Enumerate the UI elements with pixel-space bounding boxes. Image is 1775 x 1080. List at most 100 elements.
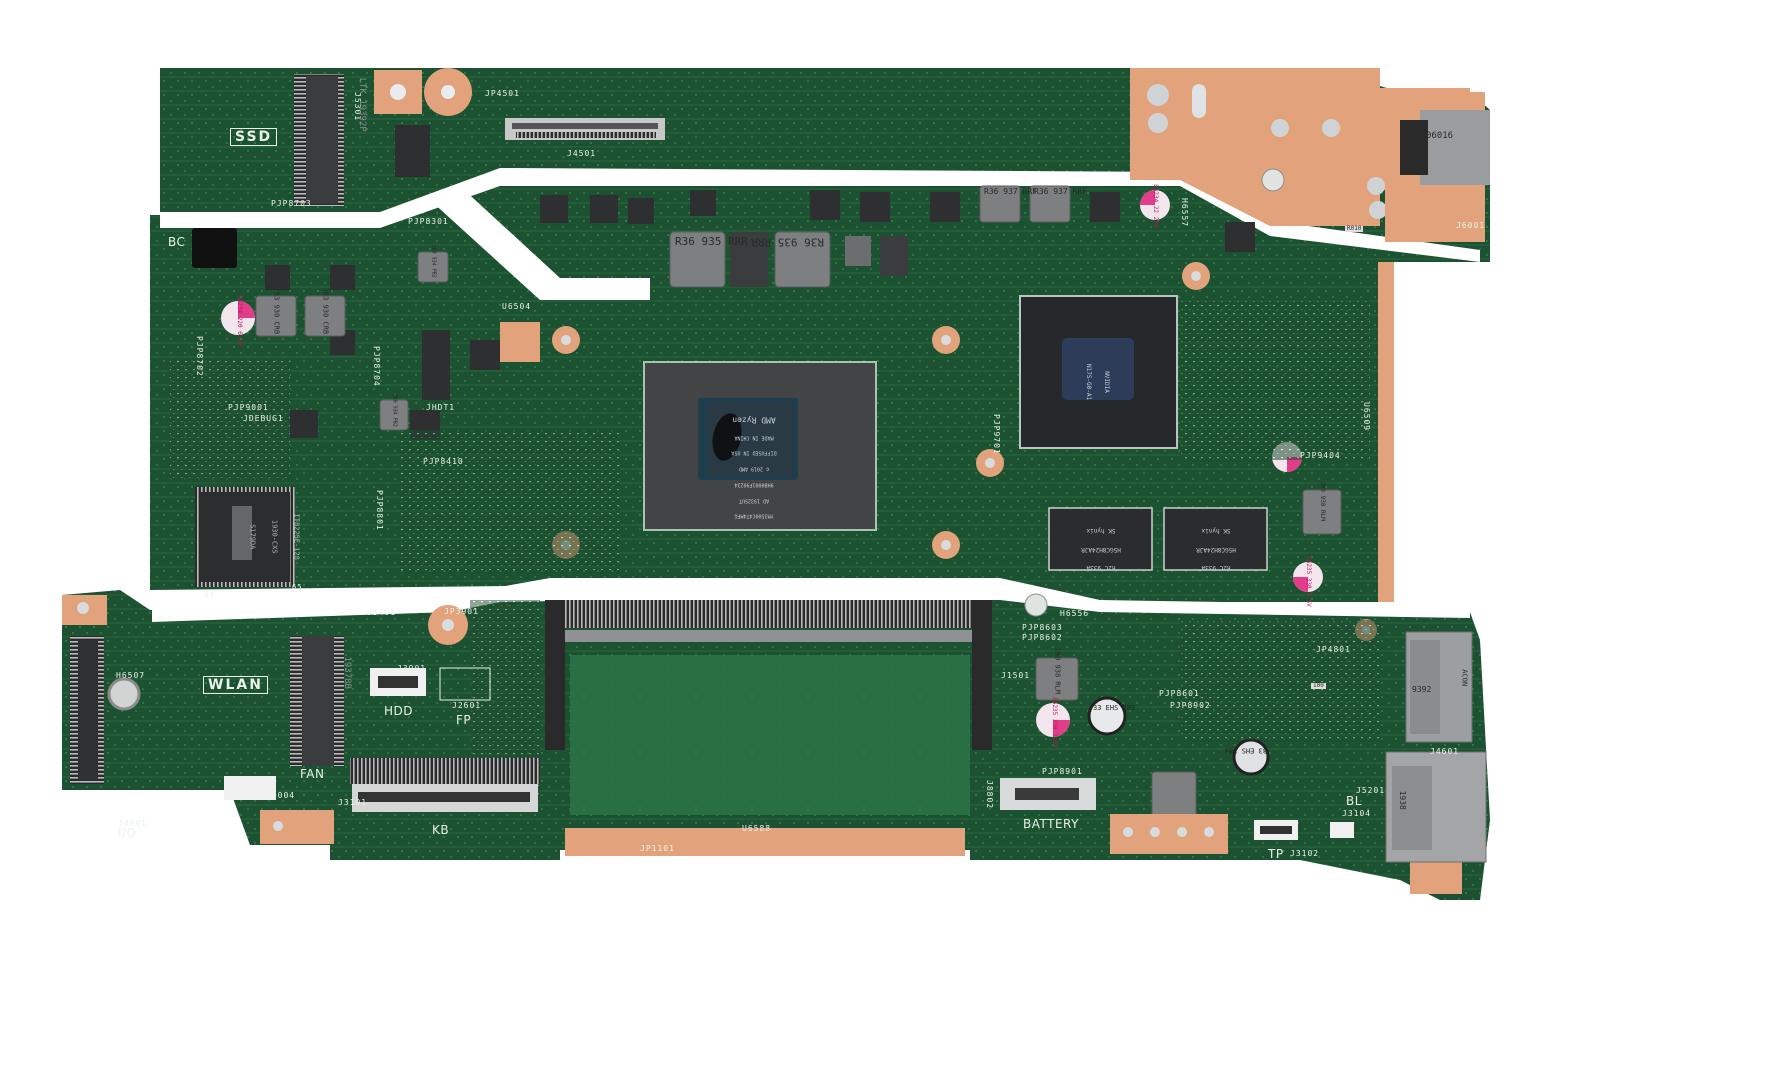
inductor-3r3-1: 3R3 930 CRB: [272, 287, 281, 335]
usbc-marking-acon: ACON: [1460, 669, 1469, 687]
ec-marking: IT8225E-128 1930-CXS S179DA: [241, 497, 314, 577]
vram-1-part: H5GC8H24AJR: [1081, 545, 1121, 553]
ec-pin-33: 33: [204, 591, 215, 599]
vram-2-brand: SK hynix: [1201, 526, 1231, 534]
ref-pjp8301: PJP8301: [408, 217, 449, 226]
ssd-connector-marking: LTK 19392P: [356, 77, 367, 132]
ref-j5004: J5004: [266, 791, 296, 800]
resistor-r010: R010: [1345, 225, 1364, 233]
silk-battery: BATTERY: [1023, 817, 1079, 831]
silk-bc: BC: [168, 235, 186, 249]
inductor-1r0-1: 1R0 934 PB2: [430, 244, 437, 278]
cpu-line1: YM3500C4T4MFG: [734, 513, 774, 520]
silk-kb: KB: [432, 823, 450, 837]
gpu-brand: NVIDIA: [1103, 371, 1111, 393]
ref-j4001: J4001: [118, 819, 148, 828]
ref-jp1101: JP1101: [640, 844, 675, 853]
cpu-line6: MADE IN CHINA: [734, 434, 774, 441]
ec-line3: S179DA: [248, 524, 257, 550]
resistor-100: 100: [1311, 682, 1326, 690]
ref-h6557: H6557: [1180, 198, 1189, 228]
vram-2-part: H5GC8H24AJR: [1196, 545, 1236, 553]
ref-pjp9001: PJP9001: [228, 403, 269, 412]
audio-jack-body: [1420, 110, 1490, 185]
ref-j6001: J6001: [1456, 221, 1486, 230]
silk-tp: TP: [1268, 847, 1284, 861]
ref-jp4501: JP4501: [485, 89, 520, 98]
ref-j5401: J5401: [367, 608, 397, 617]
cpu-line2: AD 1932SUT: [738, 497, 770, 504]
ref-pjp9701: PJP9701: [992, 414, 1001, 455]
ref-j3104: J3104: [1342, 809, 1372, 818]
ref-j1501: J1501: [1001, 671, 1031, 680]
silk-bl: BL: [1346, 794, 1362, 808]
cap-ea235-330-2: EA235 330 2.5V: [1305, 556, 1313, 607]
ref-pjp8801: PJP8801: [375, 490, 384, 531]
inductor-r36-4: R36 937 RRF: [1034, 187, 1087, 196]
cap-33-ehs-1: 33 EHS 289: [1093, 704, 1136, 712]
vram-1-brand: SK hynix: [1086, 526, 1116, 534]
ref-j4501: J4501: [567, 149, 597, 158]
wlan-connector-marking: 19378B: [341, 656, 352, 689]
ref-pjp8704: PJP8704: [372, 346, 381, 387]
ref-jp3901: JP3901: [444, 607, 479, 616]
vram-1-grade: R2C 933A: [1086, 564, 1116, 572]
ref-h6556: H6556: [1060, 609, 1090, 618]
silk-ssd: SSD: [230, 128, 278, 146]
ref-j3101: J3101: [338, 798, 368, 807]
gpu-marking: NVIDIA N17S-G0-A1: [1078, 350, 1122, 414]
ref-u6504: U6504: [502, 302, 532, 311]
ref-j3102: J3102: [1290, 849, 1320, 858]
vram-2-grade: R2C 933A: [1201, 564, 1231, 572]
ref-j4601: J4601: [1430, 747, 1460, 756]
ref-j5201: J5201: [1356, 786, 1386, 795]
ref-j8802: J8802: [985, 780, 994, 810]
audio-jack-marking: 06016: [1426, 131, 1454, 141]
ec-part: IT8225E-128: [293, 513, 302, 560]
inductor-r36-1: R36 935 RRR: [675, 235, 748, 248]
ref-pjp8902: PJP8902: [1170, 701, 1211, 710]
cap-ea235-330-1: EA235 330 2.5V: [1051, 697, 1059, 748]
usbc-marking-9392: 9392: [1412, 685, 1432, 694]
cpu-line4: © 2019 AMD: [738, 465, 770, 472]
ref-pjp8702: PJP8702: [195, 336, 204, 377]
ref-pjp8602: PJP8602: [1022, 633, 1063, 642]
ref-pjp8601: PJP8601: [1159, 689, 1200, 698]
ref-pjp8410: PJP8410: [423, 457, 464, 466]
ssd-connector: [306, 76, 338, 204]
usba-marking: 1938: [1397, 790, 1407, 810]
silk-io: I/O: [118, 826, 137, 840]
ref-u6588: U6588: [742, 824, 772, 833]
inductor-1r0-2: 1R0 934 PB2: [391, 393, 398, 427]
silk-fan: FAN: [300, 767, 325, 781]
inductor-1r0-4: 1R0 938 RLM: [1053, 647, 1062, 695]
slot-cutout: [430, 186, 650, 300]
cap-ea234-22: EA234 22 25V: [1152, 184, 1160, 228]
inductor-3r3-2: 3R3 930 CRB: [321, 287, 330, 335]
silk-hdd: HDD: [384, 704, 414, 718]
slot-lower: [152, 578, 1470, 622]
ref-pjp9404: PJP9404: [1300, 451, 1341, 460]
silk-wlan: WLAN: [203, 676, 268, 694]
ec-line2: 1930-CXS: [271, 519, 279, 554]
ref-jdebug1: JDEBUG1: [243, 414, 284, 423]
gpu-part: N17S-G0-A1: [1084, 363, 1092, 401]
cpu-line3: 9HB0001F90234: [734, 481, 774, 488]
cap-ea234-220: EA234 220 6.3V: [236, 295, 244, 346]
ref-h6507: H6507: [116, 671, 146, 680]
inductor-r36-2: R36 935 RRR: [751, 235, 824, 249]
inductor-r36-3: R36 937 RRF: [984, 187, 1037, 196]
ref-pjp8603: PJP8603: [1022, 623, 1063, 632]
cpu-marking: YM3500C4T4MFG AD 1932SUT 9HB0001F90234 ©…: [712, 410, 796, 529]
ref-j3901: J3901: [397, 664, 427, 673]
inductor-1r0-3: 1R0 938 RLM: [1319, 481, 1327, 521]
cap-33-ehs-2: 33 EHS 289: [1224, 746, 1267, 755]
ref-pjp8901: PJP8901: [1042, 767, 1083, 776]
ref-u6509: U6509: [1362, 402, 1371, 432]
cpu-brand: AMD Ryzen: [732, 415, 776, 425]
ec-pin-65: 65: [292, 583, 303, 591]
cpu-line5: DIFFUSED IN USA: [731, 450, 777, 457]
ref-pjp8703: PJP8703: [271, 199, 312, 208]
